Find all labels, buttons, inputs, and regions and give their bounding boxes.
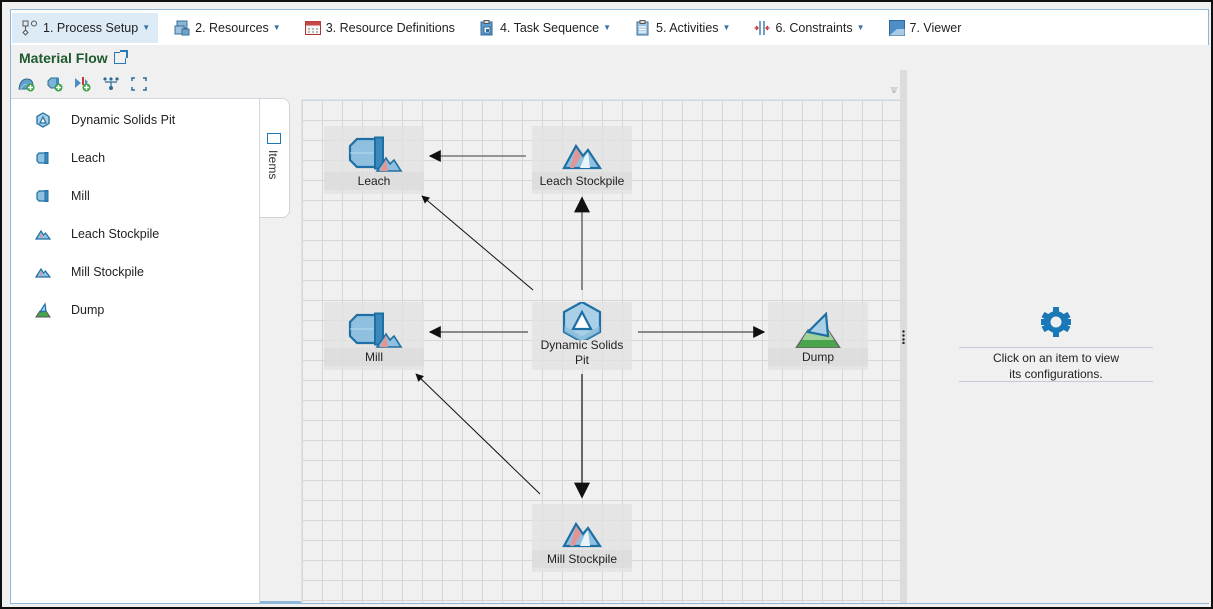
chevron-down-icon: ▼: [856, 23, 865, 32]
flow-edge-mill-stockpile-to-mill[interactable]: [415, 373, 541, 495]
chevron-down-icon: ▼: [272, 23, 281, 32]
list-item-mill[interactable]: Mill: [11, 181, 260, 211]
processor-icon: [344, 134, 404, 172]
dump-icon: [35, 302, 51, 318]
tab-viewer[interactable]: 7. Viewer: [879, 13, 970, 43]
splitter-handle[interactable]: [902, 330, 905, 344]
tab-label: 5. Activities: [656, 20, 719, 35]
processor-icon: [36, 190, 49, 202]
list-item-dynamic-solids-pit[interactable]: Dynamic Solids Pit: [11, 105, 260, 135]
flow-node-label: Mill Stockpile: [532, 550, 632, 568]
tab-task-sequence[interactable]: 4. Task Sequence ▼: [469, 13, 619, 43]
calendar-icon: [304, 20, 321, 35]
process-setup-icon: [22, 20, 37, 36]
divider: [959, 381, 1153, 382]
flow-node-pit[interactable]: Dynamic Solids Pit: [532, 300, 632, 370]
main-toolbar: 1. Process Setup ▼ 2. Resources ▼ 3. Res…: [11, 10, 1208, 45]
external-link-icon[interactable]: [113, 50, 128, 64]
flow-node-label: Mill: [324, 348, 424, 366]
diagram-tools: [18, 76, 148, 92]
pit-icon: [36, 112, 50, 128]
list-item-leach-stockpile[interactable]: Leach Stockpile: [11, 219, 260, 249]
flow-node-label: Dynamic Solids Pit: [540, 338, 624, 367]
material-flow-canvas[interactable]: Leach Leach Stockpile Mill Dynamic Solid…: [301, 99, 901, 603]
config-hint-line2: its configurations.: [1009, 367, 1103, 381]
tab-resources[interactable]: 2. Resources ▼: [164, 13, 289, 43]
tab-label: 3. Resource Definitions: [325, 20, 455, 35]
tab-activities[interactable]: 5. Activities ▼: [625, 13, 738, 43]
flow-node-mill[interactable]: Mill: [324, 302, 424, 370]
configuration-panel: Click on an item to view its configurati…: [907, 45, 1209, 603]
tab-constraints[interactable]: 6. Constraints ▼: [744, 13, 872, 43]
hierarchy-layout-icon[interactable]: [102, 76, 120, 92]
material-flow-title: Material Flow: [19, 50, 108, 66]
list-item-leach[interactable]: Leach: [11, 143, 260, 173]
tab-process-setup[interactable]: 1. Process Setup ▼: [12, 12, 159, 43]
tab-label: 1. Process Setup: [43, 20, 139, 35]
items-tab[interactable]: Items: [260, 98, 290, 218]
task-sequence-icon: [480, 19, 493, 35]
flow-node-mill-stockpile[interactable]: Mill Stockpile: [532, 504, 632, 572]
filter-icon[interactable]: [890, 87, 898, 93]
add-processor-icon[interactable]: [46, 76, 64, 92]
divider: [959, 347, 1153, 348]
flow-node-label: Leach Stockpile: [532, 172, 632, 190]
flow-node-label: Leach: [324, 172, 424, 190]
items-grid-icon: [267, 133, 281, 144]
list-item-label: Dump: [71, 303, 105, 317]
config-hint-line1: Click on an item to view: [992, 351, 1120, 365]
activities-icon: [636, 19, 649, 35]
flow-edge-pit-to-leach[interactable]: [421, 195, 534, 291]
resources-icon: [174, 20, 190, 35]
list-item-label: Leach Stockpile: [71, 227, 160, 241]
app-window: 1. Process Setup ▼ 2. Resources ▼ 3. Res…: [10, 9, 1209, 604]
list-item-label: Dynamic Solids Pit: [71, 113, 176, 127]
items-tab-label: Items: [266, 150, 280, 180]
tab-label: 6. Constraints: [775, 20, 853, 35]
canvas-header: [301, 70, 907, 99]
tab-label: 2. Resources: [195, 20, 269, 35]
tab-label: 4. Task Sequence: [499, 20, 600, 35]
list-item-label: Leach: [71, 151, 106, 165]
processor-icon: [36, 152, 49, 164]
flow-node-label: Dump: [768, 348, 868, 366]
flow-node-leach-stockpile[interactable]: Leach Stockpile: [532, 126, 632, 194]
stockpile-icon: [552, 134, 612, 172]
stockpile-icon: [35, 229, 51, 240]
add-pit-icon[interactable]: [18, 76, 36, 92]
pit-icon: [552, 300, 612, 344]
list-item-label: Mill: [71, 189, 90, 203]
chevron-down-icon: ▼: [142, 23, 151, 32]
viewer-icon: [888, 19, 905, 36]
page-title: Material Flow: [19, 50, 128, 66]
flow-node-leach[interactable]: Leach: [324, 126, 424, 194]
tab-label: 7. Viewer: [909, 20, 962, 35]
dump-icon: [788, 310, 848, 349]
list-item-label: Mill Stockpile: [71, 265, 144, 279]
chevron-down-icon: ▼: [603, 23, 612, 32]
items-list-panel: Dynamic Solids Pit Leach Mill Leach Stoc…: [11, 98, 260, 603]
constraints-icon: [754, 20, 770, 35]
gear-icon: [1041, 307, 1071, 337]
tab-resource-definitions[interactable]: 3. Resource Definitions: [295, 13, 463, 43]
stockpile-icon: [552, 512, 612, 550]
processor-icon: [344, 310, 404, 348]
flow-node-dump[interactable]: Dump: [768, 302, 868, 370]
stockpile-icon: [35, 267, 51, 278]
chevron-down-icon: ▼: [722, 23, 731, 32]
list-item-mill-stockpile[interactable]: Mill Stockpile: [11, 257, 260, 287]
fit-to-screen-icon[interactable]: [130, 76, 148, 92]
add-split-icon[interactable]: [74, 76, 92, 92]
list-item-dump[interactable]: Dump: [11, 295, 260, 325]
config-hint: Click on an item to view its configurati…: [959, 350, 1153, 382]
